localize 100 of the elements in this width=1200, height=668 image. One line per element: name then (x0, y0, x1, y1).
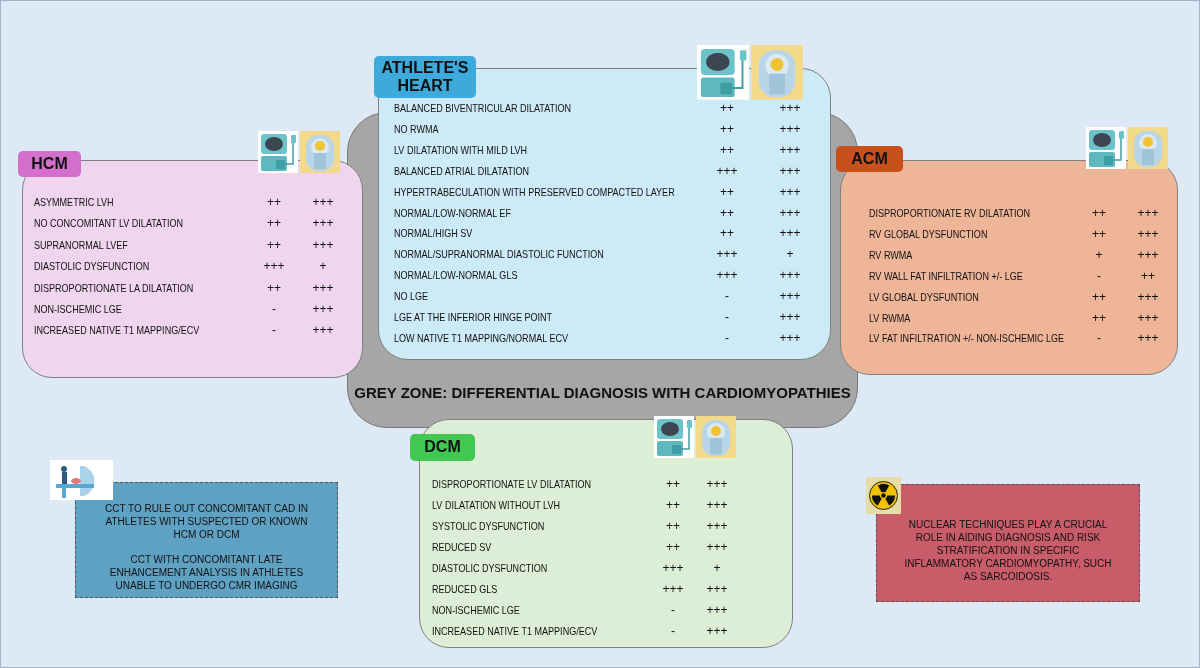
rating-mark: + (318, 260, 328, 273)
note-text: CCT TO RULE OUT CONCOMITANT CAD IN ATHLETES WITH SUSPECTED OR KNOWN HCM OR DCM (104, 502, 309, 541)
feature-label: LV RWMA (869, 311, 911, 324)
feature-label: INCREASED NATIVE T1 MAPPING/ECV (34, 324, 200, 337)
rating-mark: +++ (705, 499, 729, 511)
rating-mark: - (1096, 269, 1102, 282)
feature-label: BALANCED ATRIAL DILATATION (394, 164, 529, 177)
rating-mark: +++ (705, 541, 729, 553)
category-tag: DCM (410, 434, 475, 461)
feature-label: SUPRANORMAL LVEF (34, 238, 128, 251)
category-tag: ATHLETE'S HEART (374, 56, 476, 98)
rating-mark: ++ (719, 227, 735, 240)
rating-mark: ++ (1140, 269, 1156, 282)
rating-mark: ++ (266, 281, 282, 294)
feature-label: NORMAL/LOW-NORMAL EF (394, 206, 511, 219)
rating-mark: ++ (719, 143, 735, 156)
rating-mark: +++ (715, 164, 739, 177)
feature-label: NORMAL/SUPRANORMAL DIASTOLIC FUNCTION (394, 248, 604, 261)
feature-label: LV GLOBAL DYSFUNTION (869, 290, 979, 303)
rating-mark: +++ (778, 143, 802, 156)
feature-label: NO CONCOMITANT LV DILATATION (34, 217, 183, 230)
rating-mark: - (1096, 332, 1102, 345)
rating-mark: ++ (719, 206, 735, 219)
rating-mark: +++ (661, 583, 685, 595)
rating-mark: +++ (311, 238, 335, 251)
rating-mark: + (1094, 248, 1104, 261)
note-box (876, 484, 1140, 602)
rating-mark: +++ (778, 164, 802, 177)
rating-mark: +++ (1136, 311, 1160, 324)
rating-mark: +++ (778, 269, 802, 282)
rating-mark: ++ (1091, 227, 1107, 240)
rating-mark: ++ (665, 478, 681, 490)
feature-label: DISPROPORTIONATE LV DILATATION (432, 478, 592, 490)
feature-label: RV GLOBAL DYSFUNCTION (869, 227, 988, 240)
rating-mark: - (670, 604, 676, 616)
rating-mark: ++ (665, 499, 681, 511)
rating-mark: ++ (719, 185, 735, 198)
rating-mark: ++ (266, 196, 282, 208)
rating-mark: +++ (311, 196, 335, 208)
note-text: NUCLEAR TECHNIQUES PLAY A CRUCIAL ROLE IN AIDING DIAGNOSIS AND RISK STRATIFICATION IN SPECIFIC INFLAMMATORY CARDIOMYOPATHY, SUCH AS SARCOIDOSIS. (903, 517, 1113, 583)
category-tag: HCM (18, 151, 81, 177)
rating-mark: +++ (1136, 227, 1160, 240)
rating-mark: - (724, 311, 730, 323)
rating-mark: +++ (1136, 207, 1160, 219)
rating-mark: ++ (266, 238, 282, 251)
feature-label: NORMAL/HIGH SV (394, 227, 473, 240)
feature-label: REDUCED GLS (432, 583, 498, 595)
rating-mark: +++ (1136, 290, 1160, 303)
rating-mark: - (271, 324, 277, 337)
rating-mark: ++ (1091, 311, 1107, 324)
feature-label: NO RWMA (394, 122, 439, 135)
feature-label: DISPROPORTIONATE RV DILATATION (869, 207, 1031, 219)
feature-label: INCREASED NATIVE T1 MAPPING/ECV (432, 625, 598, 637)
feature-label: LV DILATATION WITH MILD LVH (394, 143, 528, 156)
rating-mark: +++ (262, 260, 286, 273)
rating-mark: +++ (1136, 332, 1160, 345)
note-box (75, 482, 338, 598)
rating-mark: +++ (311, 217, 335, 230)
rating-mark: +++ (705, 625, 729, 637)
feature-label: DIASTOLIC DYSFUNCTION (34, 260, 150, 273)
rating-mark: ++ (665, 541, 681, 553)
feature-label: NON-ISCHEMIC LGE (432, 604, 520, 616)
feature-label: BALANCED BIVENTRICULAR DILATATION (394, 102, 572, 114)
rating-mark: ++ (1091, 290, 1107, 303)
feature-label: NON-ISCHEMIC LGE (34, 303, 122, 315)
feature-label: NORMAL/LOW-NORMAL GLS (394, 269, 518, 282)
rating-mark: +++ (715, 248, 739, 261)
rating-mark: +++ (778, 206, 802, 219)
rating-mark: - (724, 290, 730, 303)
feature-label: DISPROPORTIONATE LA DILATATION (34, 281, 194, 294)
rating-mark: - (724, 331, 730, 344)
rating-mark: +++ (778, 122, 802, 135)
rating-mark: +++ (778, 102, 802, 114)
feature-label: RV WALL FAT INFILTRATION +/- LGE (869, 269, 1023, 282)
feature-label: HYPERTRABECULATION WITH PRESERVED COMPACTED LAYER (394, 185, 675, 198)
rating-mark: +++ (705, 583, 729, 595)
rating-mark: +++ (705, 604, 729, 616)
rating-mark: ++ (665, 520, 681, 532)
rating-mark: +++ (311, 281, 335, 294)
feature-label: LV DILATATION WITHOUT LVH (432, 499, 560, 511)
zone-title: GREY ZONE: DIFFERENTIAL DIAGNOSIS WITH CARDIOMYOPATHIES (353, 384, 852, 401)
rating-mark: ++ (719, 102, 735, 114)
rating-mark: +++ (778, 331, 802, 344)
note-text: CCT WITH CONCOMITANT LATE ENHANCEMENT ANALYSIS IN ATHLETES UNABLE TO UNDERGO CMR IMAGING (108, 553, 305, 592)
rating-mark: +++ (661, 562, 685, 574)
feature-label: NO LGE (394, 290, 429, 303)
rating-mark: +++ (778, 290, 802, 303)
rating-mark: - (670, 625, 676, 637)
feature-label: DIASTOLIC DYSFUNCTION (432, 562, 548, 574)
rating-mark: +++ (705, 478, 729, 490)
feature-label: REDUCED SV (432, 541, 492, 553)
rating-mark: +++ (1136, 248, 1160, 261)
rating-mark: +++ (778, 227, 802, 240)
feature-label: LV FAT INFILTRATION +/- NON-ISCHEMIC LGE (869, 332, 1065, 345)
rating-mark: + (785, 248, 795, 261)
feature-label: RV RWMA (869, 248, 913, 261)
rating-mark: ++ (719, 122, 735, 135)
rating-mark: - (271, 303, 277, 315)
rating-mark: +++ (311, 303, 335, 315)
rating-mark: +++ (778, 185, 802, 198)
